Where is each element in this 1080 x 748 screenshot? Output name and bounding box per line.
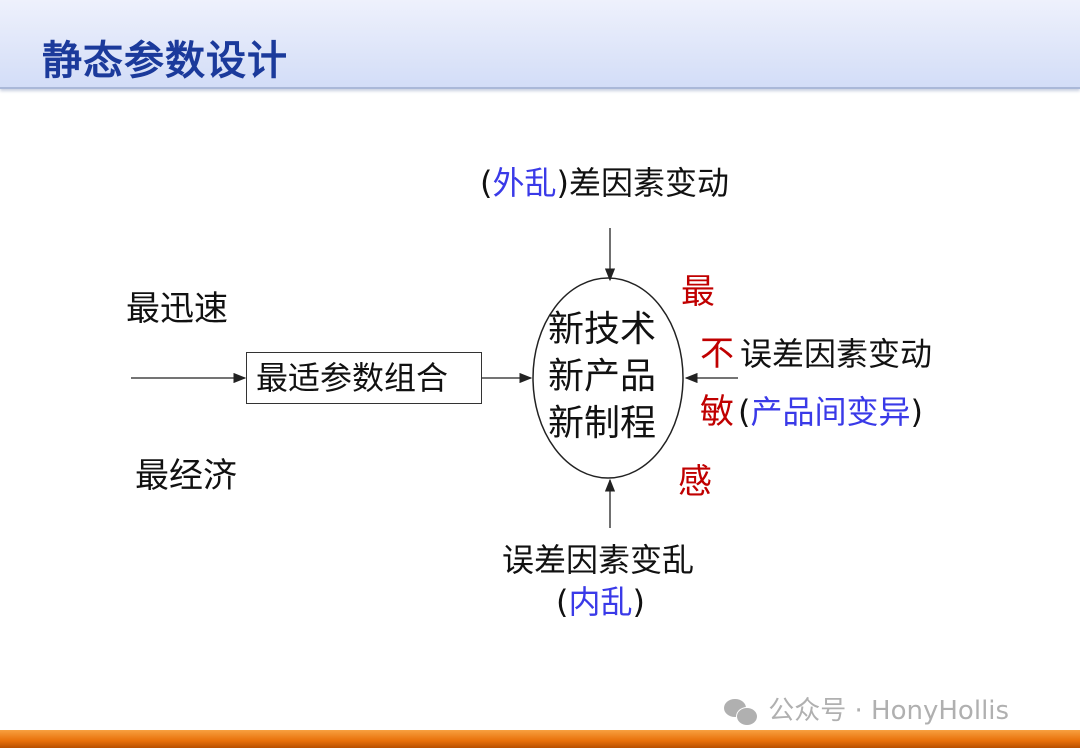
center-line: 新产品 [548,356,657,397]
left-top-label: 最迅速 [126,289,228,329]
bottom-label-2: (内乱) [556,583,645,621]
center-line: 新制程 [548,403,657,444]
box-label: 最适参数组合 [256,359,449,397]
optimal-params-box [246,352,482,404]
header-bar [0,0,1080,89]
watermark: 公众号 · HonyHollis [724,690,1009,727]
page-title: 静态参数设计 [42,38,288,84]
center-ellipse [532,277,684,479]
center-line: 新技术 [548,309,657,350]
footer-bar [0,730,1080,748]
left-bottom-label: 最经济 [135,456,237,496]
right-label-2: (产品间变异) [738,393,923,431]
red-char: 最 [681,272,715,312]
bottom-label-1: 误差因素变乱 [502,541,695,579]
red-char: 感 [678,462,712,502]
top-label: (外乱)差因素变动 [480,164,729,202]
wechat-icon [724,698,760,726]
red-char: 不 [700,334,734,374]
red-char: 敏 [700,392,734,432]
right-label-1: 误差因素变动 [740,335,933,373]
